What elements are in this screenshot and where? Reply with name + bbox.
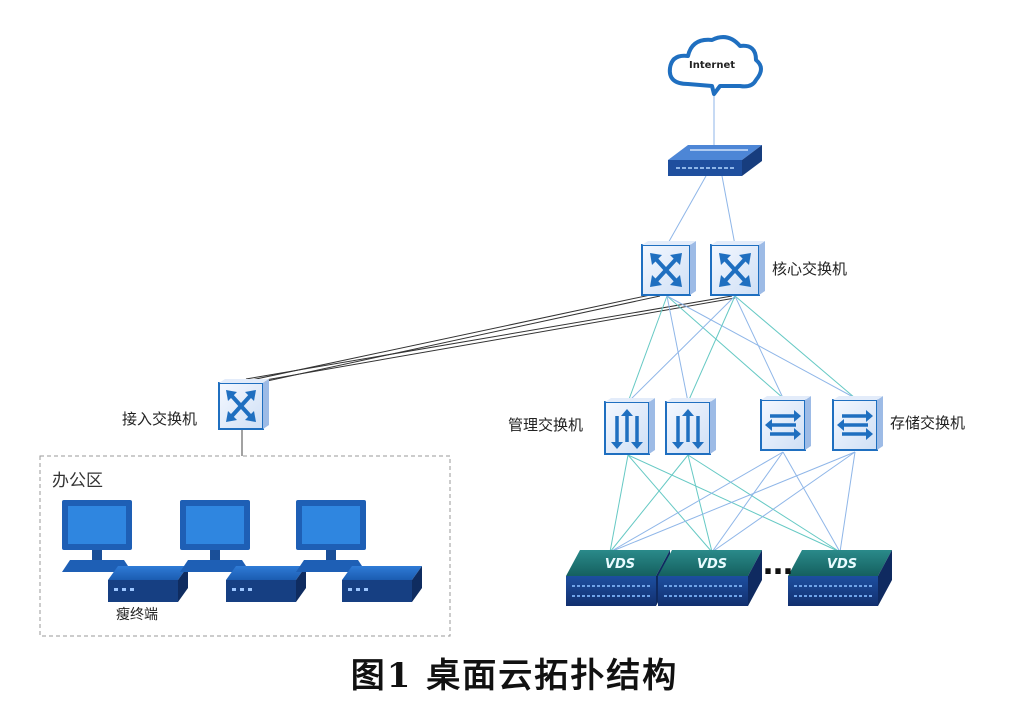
vds-server-1: VDS	[566, 550, 670, 606]
server-ellipsis: …	[763, 547, 793, 582]
links	[241, 88, 856, 553]
cloud-label: Internet	[689, 60, 735, 71]
thin-client-1	[108, 566, 188, 602]
vds-label: VDS	[827, 557, 857, 572]
core-switch-1	[641, 241, 696, 296]
vds-label: VDS	[697, 557, 727, 572]
office-pc-1	[62, 500, 132, 572]
vds-server-3: VDS	[788, 550, 892, 606]
access-switch	[218, 379, 269, 430]
office-area-box	[39, 455, 451, 637]
core-switch-2	[710, 241, 765, 296]
office-area-label: 办公区	[52, 471, 103, 491]
vds-label: VDS	[605, 557, 635, 572]
storage-switch-1	[760, 396, 811, 451]
thin-client-2	[226, 566, 306, 602]
office-pc-2	[180, 500, 250, 572]
figure-caption: 图1 桌面云拓扑结构	[350, 656, 679, 696]
office-pc-3	[296, 500, 366, 572]
core-switch-label: 核心交换机	[772, 260, 848, 278]
mgmt-switch-1	[604, 398, 655, 455]
storage-switch-2	[832, 396, 883, 451]
thin-client-label: 瘦终端	[116, 607, 158, 623]
internet-cloud-icon: Internet	[667, 35, 763, 96]
storage-switch-label: 存储交换机	[890, 414, 966, 432]
thin-client-3	[342, 566, 422, 602]
firewall-icon	[668, 145, 762, 176]
mgmt-switch-2	[665, 398, 716, 455]
vds-server-2: VDS	[658, 550, 762, 606]
access-switch-label: 接入交换机	[122, 410, 198, 428]
mgmt-switch-label: 管理交换机	[508, 416, 584, 434]
